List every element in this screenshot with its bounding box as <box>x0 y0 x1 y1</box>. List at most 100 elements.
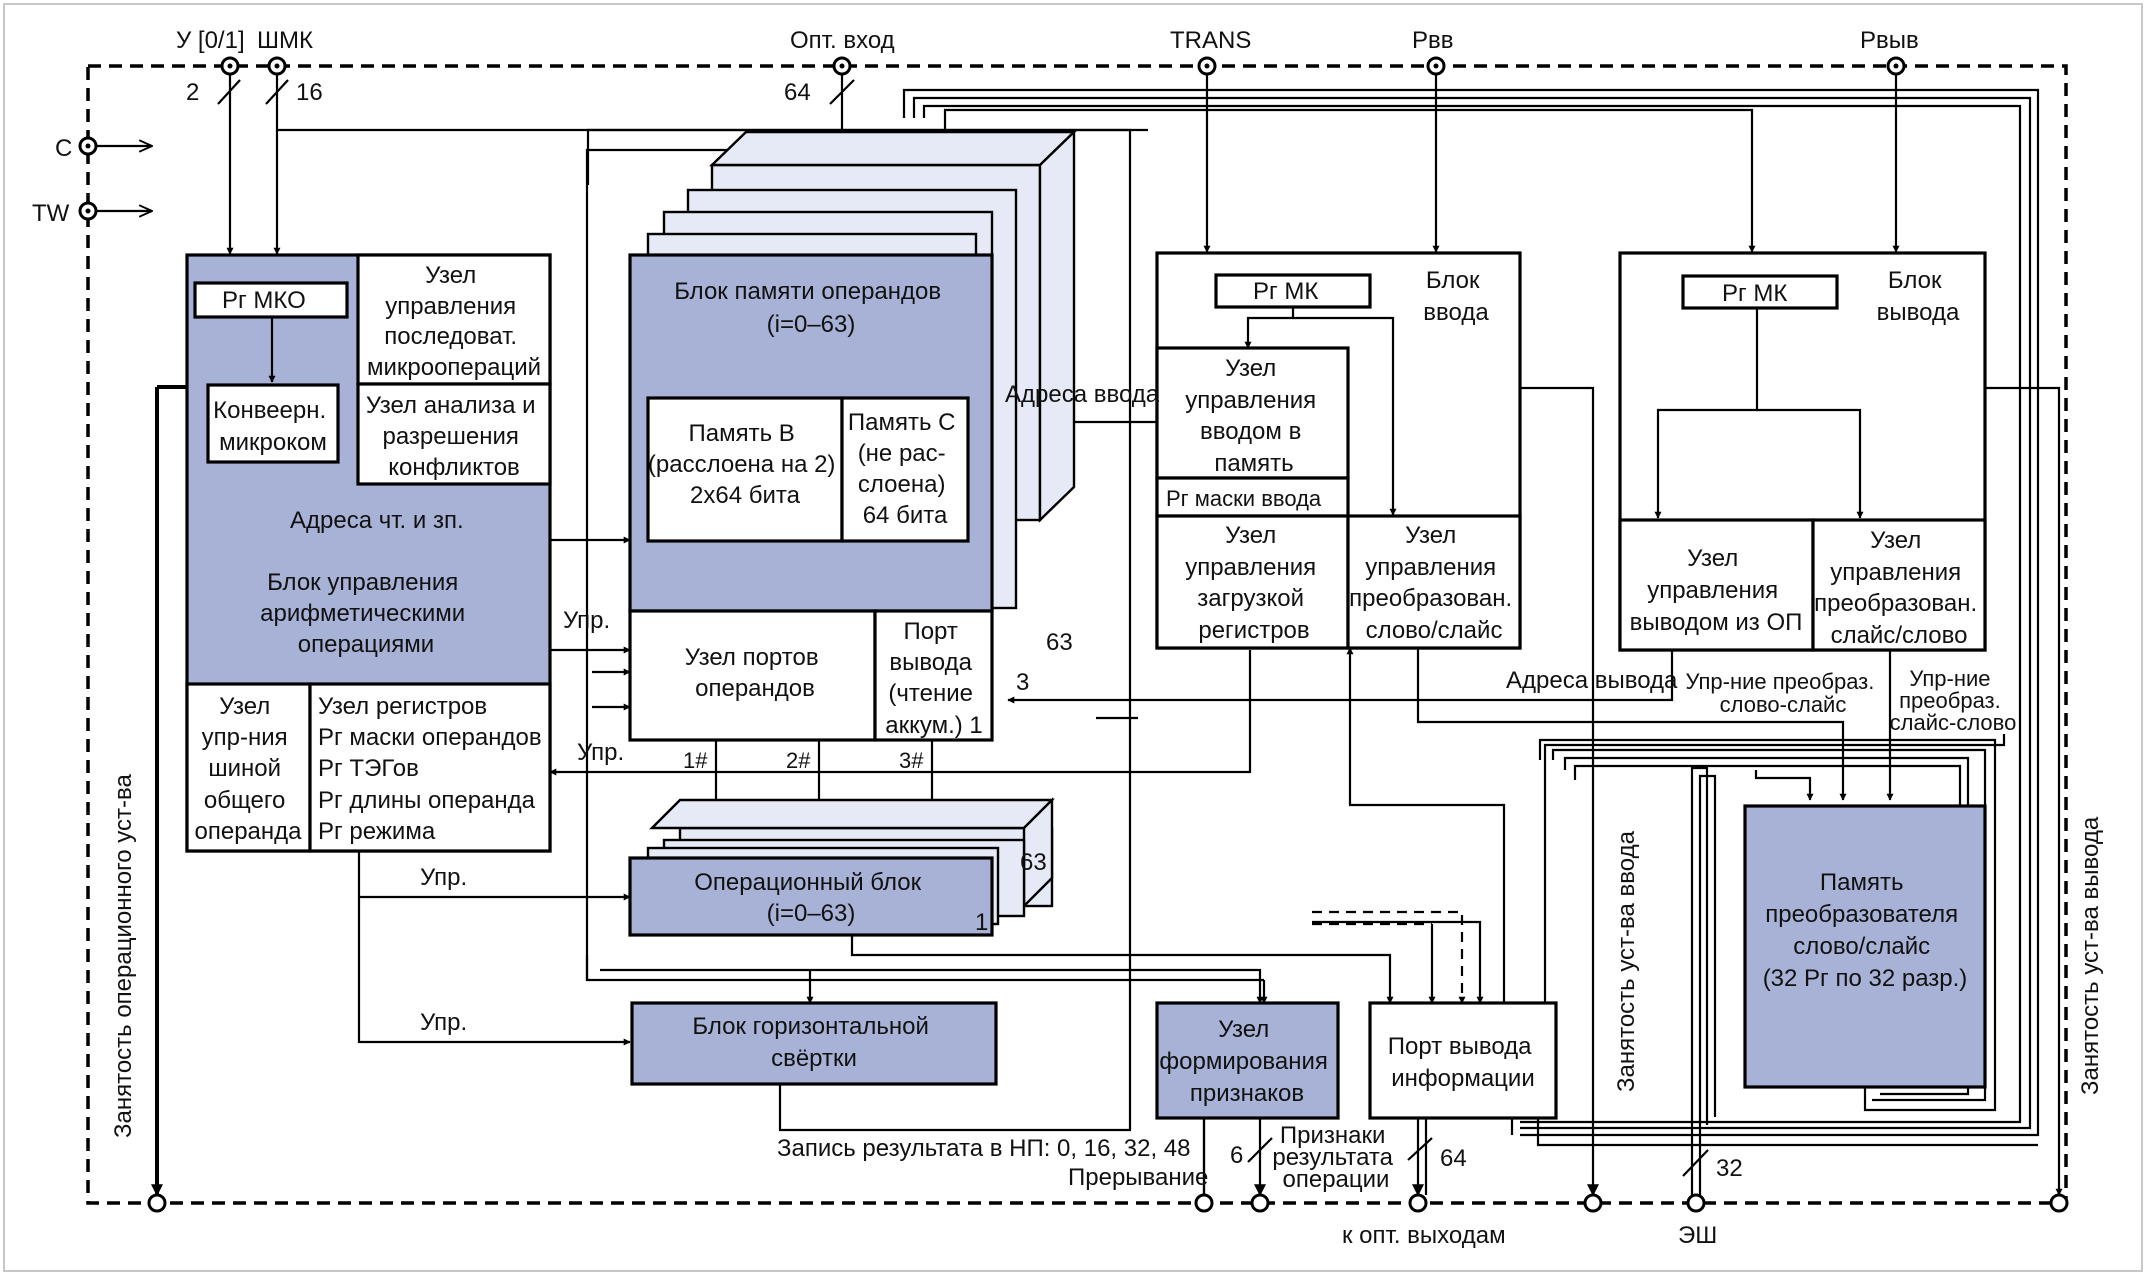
ports-node-label: Узел портов операндов <box>685 644 826 702</box>
ctrl-sw-label: Упр-ние преобраз. слайс-слово <box>1890 666 2017 735</box>
pin-opt-out <box>1408 1193 1428 1213</box>
ctrl-block: Рг МКО Конвеерн. микроком Узел управлени… <box>185 253 552 853</box>
pin-esh <box>1686 1193 1706 1213</box>
input-block: Рг МК Блок ввода Узел управления вводом … <box>1155 251 1522 650</box>
addr-out-label: Адреса вывода <box>1506 667 1678 694</box>
reg-node-box <box>308 682 552 853</box>
mem-c-box <box>840 396 970 543</box>
bus-node-box <box>185 682 312 853</box>
output-conv-box <box>1811 518 1987 652</box>
pin-in-busy <box>1583 1193 1603 1213</box>
pin-rvyv-label: Рвыв <box>1860 27 1919 54</box>
top-pins: У [0/1] ШМК Опт. вход TRANS Рвв Рвыв 2 1… <box>176 27 1919 106</box>
upr-label-2: Упр. <box>577 739 624 766</box>
pin-rvv-label: Рвв <box>1412 27 1454 54</box>
input-rg-mk-box <box>1214 273 1372 309</box>
hconv-block-body <box>630 1001 998 1086</box>
output-rg-mk-label: Рг МК <box>1722 280 1787 307</box>
addr-rw-label: Адреса чт. и зп. <box>290 507 464 534</box>
features-label: Признаки результата операции <box>1272 1122 1399 1193</box>
ports-node-box <box>628 609 877 742</box>
image-border <box>3 3 2143 1272</box>
pin-out-busy <box>2049 1193 2069 1213</box>
output-ctrl-label: Узел управления выводом из ОП <box>1630 545 1803 636</box>
bottom-pins: Прерывание 6 Признаки результата операци… <box>147 1122 2069 1249</box>
output-conv-label: Узел управления преобразован. слайс/слов… <box>1814 527 1984 649</box>
ctrl-ws-label: Упр-ние преобраз. слово-слайс <box>1685 669 1880 717</box>
reg-node-label: Узел регистров Рг маски операндов Рг ТЭГ… <box>318 693 548 845</box>
mem-b-label: Память В (расслоена на 2) 2x64 бита <box>648 420 842 509</box>
busy-in-label: Занятость уст-ва ввода <box>1613 830 1640 1092</box>
bus-width-u01: 2 <box>186 79 199 106</box>
operand-1: 1# <box>683 748 708 773</box>
conv-memory-label: Память преобразователя слово/слайс (32 Р… <box>1763 869 1968 992</box>
features-node: Узел формирования признаков <box>1155 1001 1340 1120</box>
pin-shmk-label: ШМК <box>257 27 313 54</box>
bus-width-opt-in: 64 <box>784 79 811 106</box>
input-load-ctrl-label: Узел управления загрузкой регистров <box>1185 522 1323 644</box>
memory-layer-63: 63 <box>1046 629 1073 656</box>
busy-out-label: Занятость уст-ва вывода <box>2077 816 2104 1095</box>
pin-tw-label: TW <box>32 200 70 227</box>
conv-memory-body <box>1743 804 1987 1089</box>
conv-memory: Память преобразователя слово/слайс (32 Р… <box>1743 804 1987 1089</box>
hconv-block-label: Блок горизонтальной свёртки <box>692 1013 935 1072</box>
input-mask-label: Рг маски ввода <box>1166 486 1322 511</box>
memory-block-title: Блок памяти операндов (i=0–63) <box>674 278 948 338</box>
output-rg-mk-box <box>1681 274 1839 310</box>
memory-layer-3: 3 <box>1016 669 1029 696</box>
upr-label-1: Упр. <box>563 607 610 634</box>
operand-2: 2# <box>786 748 811 773</box>
upr-label-3: Упр. <box>420 864 467 891</box>
conflict-node-label: Узел анализа и разрешения конфликтов <box>366 392 542 481</box>
pin-u01-label: У [0/1] <box>176 27 245 54</box>
op-layer-63: 63 <box>1020 849 1047 876</box>
input-conv-box <box>1346 514 1522 650</box>
hconv-block: Блок горизонтальной свёртки <box>630 1001 998 1086</box>
bus-node-label: Узел упр-ния шиной общего операнда <box>195 693 303 845</box>
op-block-title: Операционный блок (i=0–63) <box>694 869 928 927</box>
info-port-body <box>1368 1001 1558 1120</box>
opt-out-label: к опт. выходам <box>1342 1222 1506 1249</box>
bus-width-out64: 64 <box>1440 1145 1467 1172</box>
rg-mko-box <box>193 281 349 319</box>
input-conv-label: Узел управления преобразован. слово/слай… <box>1349 522 1519 644</box>
out-port-label: Порт вывода (чтение аккум.) 1 <box>885 618 983 739</box>
mem-b-box <box>646 396 844 543</box>
op-layer-1: 1 <box>975 909 988 936</box>
rg-mko-label: Рг МКО <box>222 287 306 314</box>
pin-op-busy <box>147 1193 167 1213</box>
seq-node-box <box>356 253 552 386</box>
operand-3: 3# <box>899 748 924 773</box>
left-pins: C TW <box>32 135 152 227</box>
interrupt-label: Прерывание <box>1068 1164 1208 1191</box>
info-port-label: Порт вывода информации <box>1388 1033 1538 1092</box>
chip-frame <box>86 64 2068 1205</box>
ctrl-block-title: Блок управления арифметическими операция… <box>260 569 472 658</box>
input-block-title: Блок ввода <box>1423 267 1489 326</box>
features-node-body <box>1155 1001 1340 1120</box>
write-result-label: Запись результата в НП: 0, 16, 32, 48 <box>777 1135 1190 1162</box>
pin-c-label: C <box>55 135 72 162</box>
op-block-body <box>628 856 994 937</box>
input-load-ctrl-box <box>1155 514 1350 650</box>
op-block: Операционный блок (i=0–63) 63 1 <box>628 797 1055 937</box>
output-block-title: Блок вывода <box>1877 267 1960 326</box>
out-port-box <box>873 609 994 742</box>
esh-label: ЭШ <box>1678 1222 1717 1249</box>
bus-width-pr: 6 <box>1230 1142 1243 1169</box>
busy-op-label: Занятость операционного уст-ва <box>110 773 137 1138</box>
addr-in-label: Адреса ввода <box>1005 381 1160 408</box>
conveyor-box <box>206 383 340 464</box>
info-port: Порт вывода информации <box>1368 1001 1558 1120</box>
pin-interrupt <box>1194 1193 1214 1213</box>
mem-c-label: Память С (не рас- слоена) 64 бита <box>848 409 962 529</box>
seq-node-label: Узел управления последоват. микроопераци… <box>367 262 541 381</box>
memory-block: Блок памяти операндов (i=0–63) Память В … <box>628 129 1077 742</box>
conveyor-label: Конвеерн. микроком <box>213 397 333 456</box>
bus-width-shmk: 16 <box>296 79 323 106</box>
pin-trans-label: TRANS <box>1170 27 1251 54</box>
pin-features <box>1250 1193 1270 1213</box>
input-mask-box <box>1155 476 1350 518</box>
